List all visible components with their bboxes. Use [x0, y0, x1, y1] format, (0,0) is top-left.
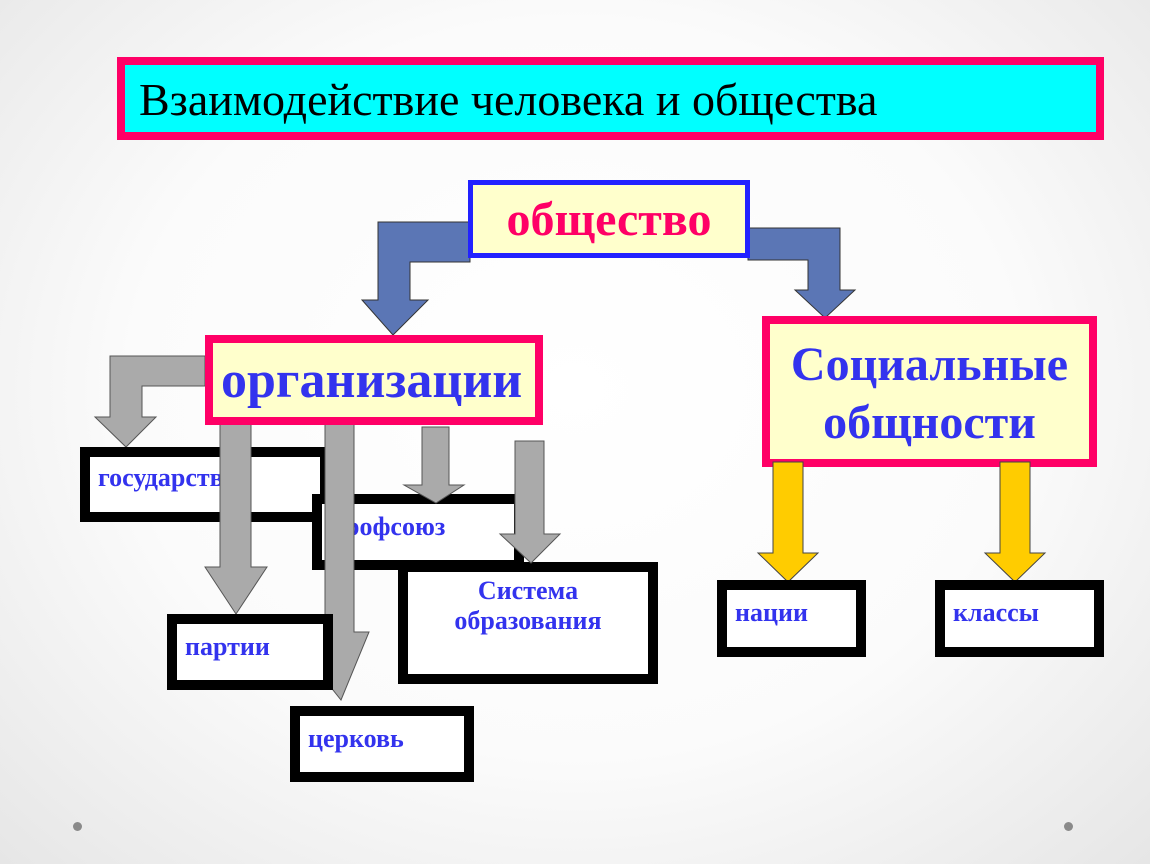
node-church: церковь — [290, 706, 474, 782]
arrow-society-to-organizations — [360, 221, 471, 336]
social-groups-line-2: общности — [823, 396, 1036, 449]
title-box: Взаимодействие человека и общества — [117, 57, 1104, 140]
node-classes: классы — [935, 580, 1104, 657]
education-line-2: образования — [454, 606, 602, 635]
state-label: государство — [98, 463, 237, 492]
node-parties: партии — [167, 614, 333, 690]
organizations-label: организации — [221, 352, 523, 409]
node-social-groups: Социальные общности — [762, 316, 1097, 467]
trade-union-label: профсоюз — [330, 512, 446, 541]
node-state: государство — [80, 447, 330, 522]
classes-label: классы — [953, 598, 1039, 627]
arrow-to-nations — [756, 461, 820, 583]
arrow-organizations-to-state — [93, 355, 206, 448]
node-society: общество — [468, 180, 750, 258]
slide-title: Взаимодействие человека и общества — [139, 74, 878, 125]
node-trade-union: профсоюз — [312, 494, 524, 570]
decor-dot-left — [73, 822, 82, 831]
nations-label: нации — [735, 598, 808, 627]
arrow-to-classes — [983, 461, 1047, 583]
decor-dot-right — [1064, 822, 1073, 831]
church-label: церковь — [308, 724, 404, 753]
education-line-1: Система — [477, 576, 579, 605]
arrow-society-to-social-groups — [747, 227, 857, 319]
node-nations: нации — [717, 580, 866, 657]
node-education-system: Система образования — [398, 562, 658, 684]
social-groups-line-1: Социальные — [790, 338, 1069, 391]
node-organizations: организации — [205, 335, 543, 425]
arrow-organizations-to-trade-union — [402, 426, 466, 504]
parties-label: партии — [185, 632, 270, 661]
